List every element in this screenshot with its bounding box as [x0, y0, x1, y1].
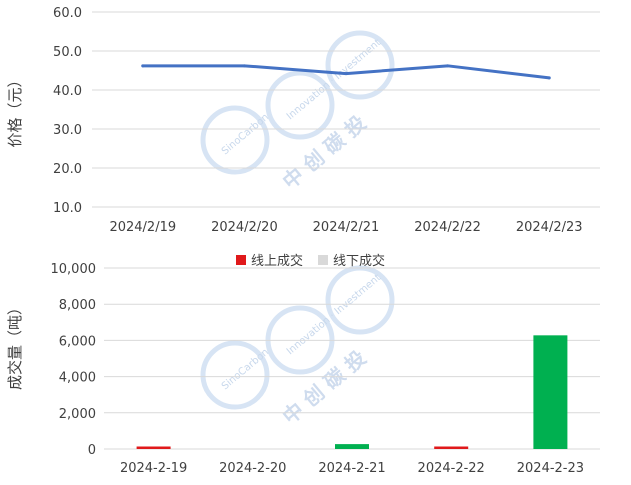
watermark-ring [200, 340, 270, 410]
x-tick-label: 2024/2/19 [109, 220, 176, 235]
legend-label-offline: 线下成交 [333, 253, 385, 269]
volume-y-axis-label: 成交量（吨） [6, 300, 24, 390]
price-y-axis-label: 价格（元） [6, 72, 24, 147]
x-tick-label: 2024/2/21 [313, 220, 380, 235]
x-tick-label: 2024/2/23 [516, 220, 583, 235]
bar-offline [533, 335, 568, 449]
legend-swatch-online [236, 255, 246, 265]
y-tick-label: 8,000 [59, 298, 96, 313]
y-tick-label: 2,000 [59, 407, 96, 422]
volume-legend: 线上成交 线下成交 [236, 253, 385, 269]
bar-online [434, 446, 469, 449]
y-tick-label: 20.0 [53, 162, 82, 177]
x-tick-label: 2024-2-23 [517, 461, 584, 476]
price-point [242, 64, 246, 68]
volume-x-tick-labels: 2024-2-19 2024-2-20 2024-2-21 2024-2-22 2024… [120, 461, 584, 476]
x-tick-label: 2024-2-19 [120, 461, 187, 476]
volume-y-tick-labels: 0 2,000 4,000 6,000 8,000 10,000 [51, 262, 97, 458]
price-series [141, 64, 551, 80]
bar-online [136, 446, 171, 449]
y-tick-label: 30.0 [53, 123, 82, 138]
x-tick-label: 2024/2/22 [414, 220, 481, 235]
bar-offline [335, 444, 369, 449]
legend-swatch-offline [318, 255, 328, 265]
price-point [344, 72, 348, 76]
y-tick-label: 10.0 [53, 201, 82, 216]
price-y-tick-labels: 10.0 20.0 30.0 40.0 50.0 60.0 [53, 6, 82, 216]
volume-gridlines [104, 267, 600, 450]
watermark-ring [325, 30, 395, 100]
price-gridlines [92, 11, 600, 208]
x-tick-label: 2024-2-21 [318, 461, 385, 476]
watermark-ring [200, 105, 270, 175]
x-tick-label: 2024/2/20 [211, 220, 278, 235]
y-tick-label: 4,000 [59, 371, 96, 386]
x-tick-label: 2024-2-22 [418, 461, 485, 476]
price-point [141, 64, 145, 68]
price-point [547, 76, 551, 80]
legend-label-online: 线上成交 [251, 253, 303, 269]
y-tick-label: 0 [88, 443, 96, 458]
price-x-tick-labels: 2024/2/19 2024/2/20 2024/2/21 2024/2/22 2024… [109, 220, 582, 235]
watermark-ring [265, 70, 335, 140]
y-tick-label: 10,000 [51, 262, 97, 277]
price-point [446, 64, 450, 68]
x-tick-label: 2024-2-20 [219, 461, 286, 476]
y-tick-label: 50.0 [53, 45, 82, 60]
y-tick-label: 6,000 [59, 334, 96, 349]
y-tick-label: 40.0 [53, 84, 82, 99]
volume-bars [136, 335, 568, 449]
y-tick-label: 60.0 [53, 6, 82, 21]
